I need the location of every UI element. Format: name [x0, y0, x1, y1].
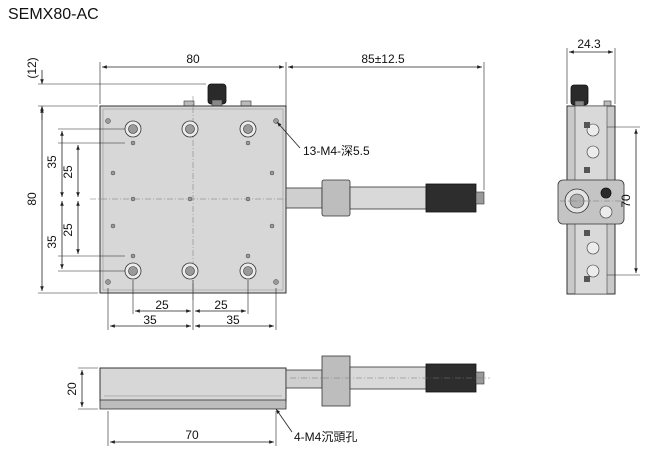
dim-h35-right: 35 — [226, 313, 240, 327]
hole-row-bottom — [124, 262, 257, 280]
dim-v35-bottom: 35 — [45, 235, 59, 249]
dim-front-20: 20 — [65, 382, 79, 396]
model-title: SEMX80-AC — [8, 6, 99, 23]
dim-front-70: 70 — [185, 428, 199, 442]
dim-h35-left: 35 — [143, 313, 157, 327]
dim-h25-right: 25 — [214, 298, 228, 312]
top-view: 80 85±12.5 (12) 80 35 25 — [25, 52, 485, 330]
dim-v25-top: 25 — [61, 165, 75, 179]
note-counterbore: 4-M4沉頭孔 — [294, 430, 357, 444]
front-view: 20 70 4-M4沉頭孔 — [65, 355, 490, 446]
dim-side-width: 24.3 — [577, 37, 601, 51]
dim-micrometer-travel: 85±12.5 — [361, 52, 405, 66]
tapped-holes — [105, 118, 279, 285]
micrometer-top — [285, 179, 485, 217]
dim-v25-bottom: 25 — [61, 223, 75, 237]
side-view: 24.3 70 — [557, 37, 640, 295]
dim-side-70: 70 — [619, 194, 633, 208]
dim-height-80: 80 — [25, 192, 39, 206]
dim-top-width: 80 — [186, 52, 200, 66]
front-body — [99, 367, 287, 403]
dim-h25-left: 25 — [155, 298, 169, 312]
dim-twelve: (12) — [25, 57, 39, 78]
dim-v35-top: 35 — [45, 155, 59, 169]
note-tapped-holes: 13-M4-深5.5 — [303, 144, 370, 158]
